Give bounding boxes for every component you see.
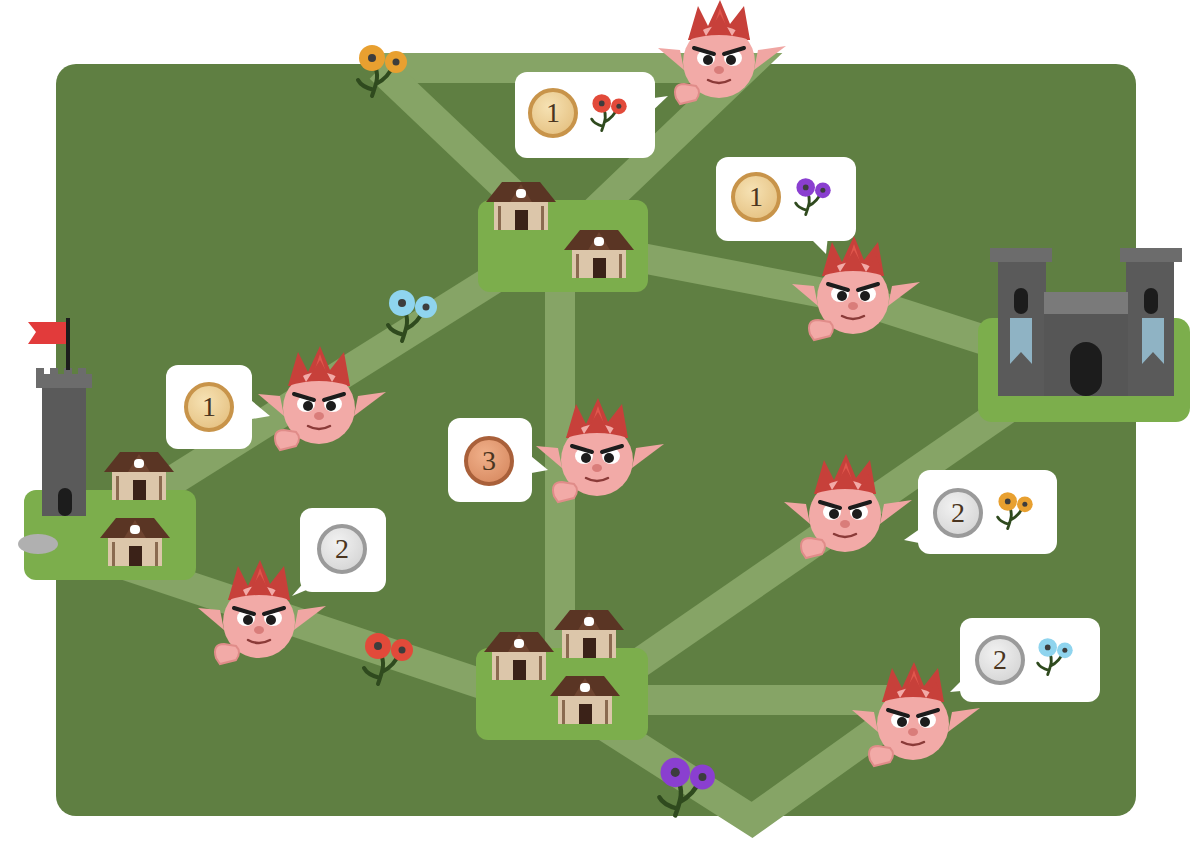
coin-value: 2 <box>335 535 349 563</box>
coin-value: 2 <box>951 499 965 527</box>
coin-value: 2 <box>993 646 1007 674</box>
coin: 3 <box>464 436 514 486</box>
coin-value: 1 <box>202 393 216 421</box>
coin: 2 <box>933 488 983 538</box>
coin: 2 <box>317 524 367 574</box>
coin-value: 1 <box>546 99 560 127</box>
coin-value: 1 <box>749 183 763 211</box>
coin-value: 3 <box>482 447 496 475</box>
coin: 1 <box>528 88 578 138</box>
coin: 1 <box>731 172 781 222</box>
coin: 1 <box>184 382 234 432</box>
coin: 2 <box>975 635 1025 685</box>
